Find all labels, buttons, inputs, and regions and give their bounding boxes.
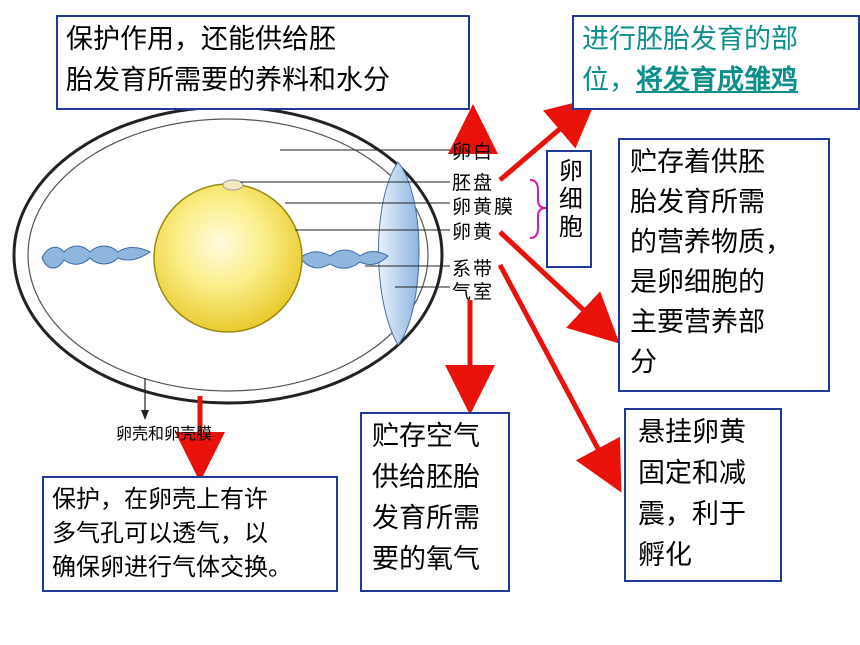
albumen-function-line-1: 保护作用，还能供给胚 — [66, 24, 336, 55]
shell-function-line-3: 确保卵进行气体交换。 — [52, 553, 292, 581]
egg-cell-box: 卵细胞 — [546, 150, 592, 268]
blastodisc-function-underlined: 将发育成雏鸡 — [636, 65, 798, 96]
blastodisc-function-box: 进行胚胎发育的部 位，将发育成雏鸡 — [572, 15, 860, 110]
arrow-chalaza — [497, 263, 622, 493]
shell-function-line-1: 保护，在卵壳上有许 — [52, 485, 268, 513]
air-cell-function-line-3: 发育所需 — [372, 503, 480, 534]
yolk-function-line-2: 胎发育所需 — [630, 187, 765, 218]
blastodisc-function-line-2: 位，将发育成雏鸡 — [582, 64, 798, 98]
label-yolk-membrane: 卵黄膜 — [452, 196, 516, 218]
yolk-function-line-1: 贮存着供胚 — [630, 147, 765, 178]
air-cell-function-line-4: 要的氧气 — [372, 544, 480, 575]
yolk-shape — [153, 183, 303, 333]
egg-cell-label: 卵细胞 — [554, 158, 583, 242]
blastodisc-shape — [222, 179, 244, 191]
chalaza-function-line-2: 固定和减 — [638, 458, 746, 489]
yolk-function-line-5: 主要营养部 — [630, 307, 765, 338]
label-blastodisc: 胚盘 — [452, 172, 495, 194]
albumen-function-box: 保护作用，还能供给胚 胎发育所需要的养料和水分 — [56, 15, 470, 110]
chalaza-function-line-3: 震，利于 — [638, 499, 746, 530]
yolk-function-line-6: 分 — [630, 347, 657, 378]
air-cell-function-box: 贮存空气 供给胚胎 发育所需 要的氧气 — [360, 412, 510, 592]
blastodisc-function-line-1: 进行胚胎发育的部 — [582, 24, 798, 55]
chalaza-right — [299, 249, 389, 269]
air-cell-shape — [378, 161, 420, 346]
arrow-blastodisc — [498, 97, 598, 182]
blastodisc-function-prefix: 位， — [582, 65, 636, 96]
chalaza-function-line-1: 悬挂卵黄 — [638, 417, 746, 448]
chalaza-function-line-4: 孵化 — [638, 540, 692, 571]
chalaza-function-box: 悬挂卵黄 固定和减 震，利于 孵化 — [624, 408, 782, 582]
air-cell-function-line-1: 贮存空气 — [372, 421, 480, 452]
arrow-yolk — [498, 230, 620, 344]
label-shell: 卵壳和卵壳膜 — [116, 424, 213, 443]
yolk-function-line-4: 是卵细胞的 — [630, 267, 765, 298]
egg-cell-brace — [529, 179, 547, 239]
albumen-function-line-2: 胎发育所需要的养料和水分 — [66, 65, 390, 96]
label-yolk: 卵黄 — [452, 221, 495, 243]
shell-function-box: 保护，在卵壳上有许 多气孔可以透气，以 确保卵进行气体交换。 — [42, 476, 338, 592]
label-air-cell: 气室 — [452, 281, 495, 303]
label-chalaza: 系带 — [452, 258, 495, 280]
shell-function-line-2: 多气孔可以透气，以 — [52, 519, 268, 547]
air-cell-function-line-2: 供给胚胎 — [372, 462, 480, 493]
yolk-function-line-3: 的营养物质， — [630, 227, 792, 258]
chalaza-left — [41, 245, 151, 269]
yolk-function-box: 贮存着供胚 胎发育所需 的营养物质， 是卵细胞的 主要营养部 分 — [618, 138, 830, 392]
label-albumen: 卵白 — [452, 141, 495, 163]
